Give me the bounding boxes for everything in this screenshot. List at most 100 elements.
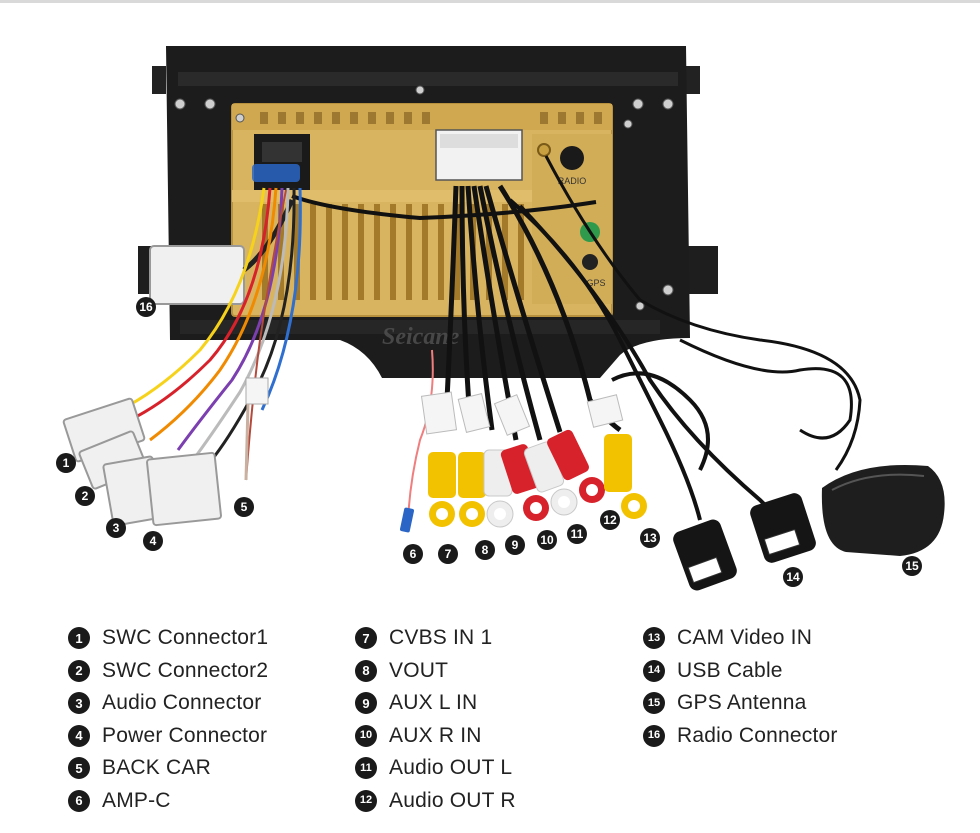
callout-10: 10 [537, 530, 557, 550]
callout-14: 14 [783, 567, 803, 587]
legend-item: 3 Audio Connector [68, 687, 268, 720]
svg-text:11: 11 [571, 527, 584, 541]
svg-text:4: 4 [150, 534, 157, 548]
legend-label: Audio OUT L [389, 756, 513, 780]
gps-port-label: GPS [586, 278, 605, 288]
callout-15: 15 [902, 556, 922, 576]
legend-label: Radio Connector [677, 723, 838, 747]
legend-label: SWC Connector1 [102, 626, 269, 650]
number-badge: 11 [355, 757, 377, 780]
number-badge: 7 [355, 627, 377, 650]
legend-item: 7 CVBS IN 1 [355, 622, 516, 655]
svg-text:5: 5 [241, 500, 248, 514]
svg-text:13: 13 [643, 531, 657, 545]
legend-item: 15 GPS Antenna [643, 687, 838, 720]
number-badge: 2 [68, 659, 90, 682]
number-badge: 15 [643, 692, 665, 715]
brand-watermark: Seicane [382, 324, 460, 350]
callout-8: 8 [475, 540, 495, 560]
callout-3: 3 [106, 518, 126, 538]
callout-5: 5 [234, 497, 254, 517]
radio-port-label: RADIO [558, 176, 587, 186]
svg-text:15: 15 [905, 559, 919, 573]
callout-13: 13 [640, 528, 660, 548]
svg-text:12: 12 [603, 513, 617, 527]
svg-text:8: 8 [482, 543, 489, 557]
svg-text:16: 16 [139, 300, 153, 314]
legend-item: 2 SWC Connector2 [68, 655, 268, 688]
legend-item: 8 VOUT [355, 655, 516, 688]
number-badge: 5 [68, 757, 90, 780]
callout-6: 6 [403, 544, 423, 564]
number-badge: 16 [643, 724, 665, 747]
legend-label: GPS Antenna [677, 691, 807, 715]
number-badge: 1 [68, 627, 90, 650]
legend-label: Audio OUT R [389, 788, 516, 812]
number-badge: 6 [68, 789, 90, 812]
legend-item: 11 Audio OUT L [355, 752, 516, 785]
svg-text:2: 2 [82, 489, 89, 503]
legend-label: AUX L IN [389, 691, 478, 715]
legend-label: BACK CAR [102, 756, 211, 780]
radio-antenna-port [560, 146, 584, 170]
number-badge: 12 [355, 789, 377, 812]
legend-item: 14 USB Cable [643, 655, 838, 688]
callout-16: 16 [136, 297, 156, 317]
number-badge: 3 [68, 692, 90, 715]
back-car-wire-tag [245, 377, 269, 405]
number-badge: 10 [355, 724, 377, 747]
callout-4: 4 [143, 531, 163, 551]
legend-label: Audio Connector [102, 691, 262, 715]
number-badge: 13 [643, 627, 665, 650]
legend-item: 9 AUX L IN [355, 687, 516, 720]
callout-2: 2 [75, 486, 95, 506]
svg-text:6: 6 [410, 547, 417, 561]
legend-column-3: 13 CAM Video IN 14 USB Cable 15 GPS Antenna… [643, 622, 838, 752]
legend-label: CAM Video IN [677, 626, 813, 650]
top-divider [0, 0, 980, 3]
legend-item: 4 Power Connector [68, 720, 268, 753]
callout-9: 9 [505, 535, 525, 555]
callout-1: 1 [56, 453, 76, 473]
product-photo: RADIO GPS Seicane [56, 46, 945, 591]
number-badge: 14 [643, 659, 665, 682]
svg-text:3: 3 [113, 521, 120, 535]
legend-item: 13 CAM Video IN [643, 622, 838, 655]
amp-c-wire-end [399, 507, 415, 533]
number-badge: 9 [355, 692, 377, 715]
svg-text:7: 7 [445, 547, 452, 561]
callout-11: 11 [567, 524, 587, 544]
legend-item: 12 Audio OUT R [355, 785, 516, 818]
usb-plug-a [673, 519, 737, 591]
legend-label: SWC Connector2 [102, 658, 269, 682]
rca-cvbs-in-1-plug [428, 452, 456, 527]
rca-audio-out-r-plug [547, 429, 605, 503]
power-connector-plug [146, 451, 222, 527]
gps-antenna-cable [544, 155, 862, 471]
rca-vout-plug [458, 452, 486, 527]
gps-antenna-module [821, 464, 945, 556]
legend-item: 1 SWC Connector1 [68, 622, 268, 655]
rca-cam-video-in-plug [604, 434, 647, 519]
svg-text:14: 14 [786, 570, 800, 584]
legend-item: 5 BACK CAR [68, 752, 268, 785]
legend-column-1: 1 SWC Connector1 2 SWC Connector2 3 Audio C… [68, 622, 268, 817]
legend-label: USB Cable [677, 658, 783, 682]
radio-connector-plug [149, 245, 245, 305]
gps-port [537, 143, 551, 157]
rca-aux-l-in-plug [483, 449, 514, 528]
callout-12: 12 [600, 510, 620, 530]
legend-label: Power Connector [102, 723, 268, 747]
ventilation-slots [260, 112, 602, 124]
connection-legend: 1 SWC Connector1 2 SWC Connector2 3 Audio C… [0, 622, 980, 822]
number-badge: 8 [355, 659, 377, 682]
svg-text:9: 9 [512, 538, 519, 552]
legend-label: VOUT [389, 658, 449, 682]
svg-text:10: 10 [540, 533, 554, 547]
legend-item: 16 Radio Connector [643, 720, 838, 753]
legend-label: CVBS IN 1 [389, 626, 493, 650]
number-badge: 4 [68, 724, 90, 747]
usb-plug-b [750, 493, 816, 563]
